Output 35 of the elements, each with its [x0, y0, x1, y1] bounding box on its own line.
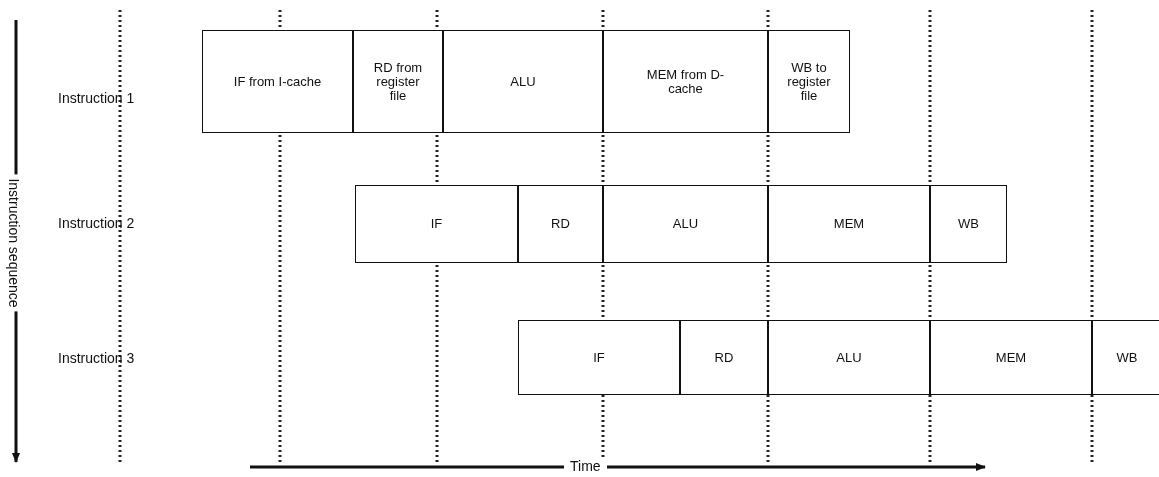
pipeline-stage-box: [768, 320, 930, 395]
stage-label: MEM: [994, 350, 1028, 365]
row-label: Instruction 1: [58, 90, 135, 106]
stage-label: WB to register file: [786, 60, 832, 103]
axis-title: Instruction sequence: [5, 174, 22, 312]
row-label: Instruction 3: [58, 350, 135, 366]
pipeline-stage-box: [353, 30, 443, 133]
stage-label: MEM: [832, 217, 866, 231]
stage-label: RD from register file: [372, 60, 424, 103]
pipeline-stage-box: [768, 185, 930, 263]
pipeline-stage-box: [1092, 320, 1159, 395]
pipeline-stage-box: [603, 185, 768, 263]
stage-label: ALU: [671, 217, 700, 231]
pipeline-stage-box: [930, 185, 1007, 263]
axis-title: Time: [564, 458, 607, 474]
pipeline-stage-box: [768, 30, 850, 133]
stage-label: IF: [592, 350, 606, 365]
stage-label: WB: [1115, 350, 1139, 365]
pipeline-stage-box: [518, 320, 680, 395]
pipeline-stage-box: [930, 320, 1092, 395]
stage-label: WB: [957, 217, 980, 231]
stage-label: MEM from D-cache: [645, 67, 726, 96]
pipeline-stage-box: [443, 30, 603, 133]
stage-label: IF: [429, 217, 444, 231]
stage-label: ALU: [835, 350, 863, 365]
row-label: Instruction 2: [58, 215, 135, 231]
pipeline-stage-box: [680, 320, 768, 395]
pipeline-stage-box: [603, 30, 768, 133]
pipeline-stage-box: [518, 185, 603, 263]
stage-label: RD: [713, 350, 735, 365]
stage-label: ALU: [509, 74, 537, 89]
pipeline-stage-box: [202, 30, 353, 133]
stage-label: IF from I-cache: [232, 74, 323, 89]
pipeline-stage-box: [355, 185, 518, 263]
stage-label: RD: [550, 217, 571, 231]
